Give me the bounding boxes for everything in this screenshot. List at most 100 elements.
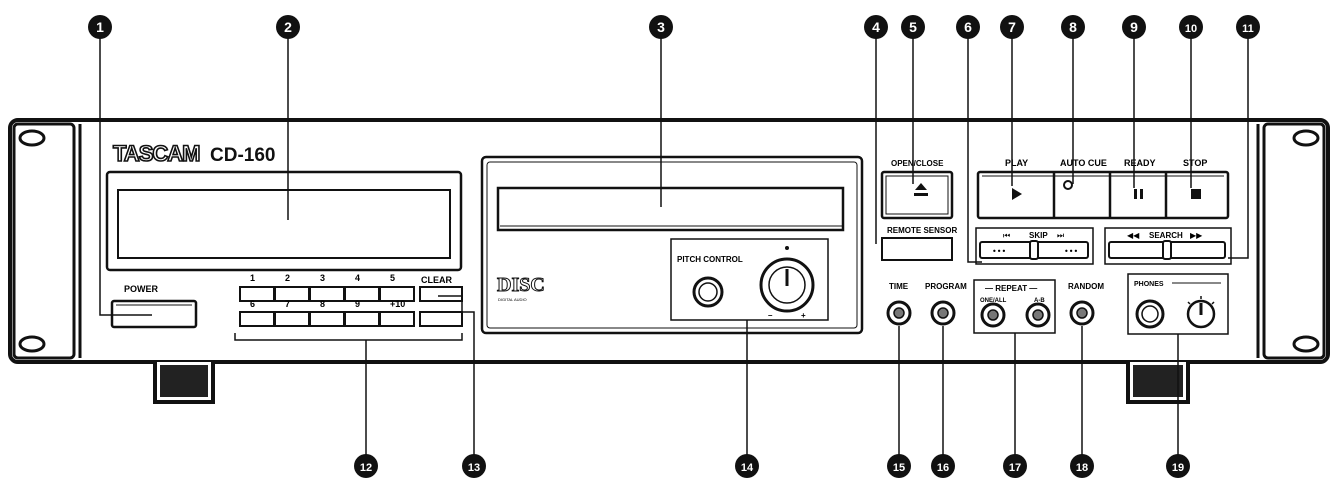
repeat-label: — REPEAT — xyxy=(985,284,1037,293)
keypad-key-4[interactable] xyxy=(344,286,380,302)
ready-button[interactable] xyxy=(1112,176,1164,214)
brand-logo: TASCAM xyxy=(113,141,199,166)
callout-number: 7 xyxy=(1008,19,1016,35)
play-icon xyxy=(1012,188,1022,200)
keypad-key-6[interactable] xyxy=(239,311,275,327)
keypad-key-label: 8 xyxy=(320,299,325,309)
stop-icon xyxy=(1191,189,1201,199)
skip-prev-icon: ⏮ xyxy=(1003,231,1010,240)
eject-icon xyxy=(915,183,927,190)
random-label: RANDOM xyxy=(1068,282,1104,291)
callout-number: 2 xyxy=(284,19,292,35)
auto-cue-button[interactable] xyxy=(1056,176,1108,214)
callout-number: 16 xyxy=(937,462,949,474)
auto-cue-label: AUTO CUE xyxy=(1060,158,1107,168)
program-label: PROGRAM xyxy=(925,282,967,291)
callout-marker-1 xyxy=(88,15,112,39)
keypad-key-2[interactable] xyxy=(274,286,310,302)
callout-number: 9 xyxy=(1130,19,1138,35)
search-forward-icon: ▶▶ xyxy=(1190,231,1203,240)
callout-number: 3 xyxy=(657,19,665,35)
pause-icon xyxy=(1134,189,1137,199)
keypad-key-1[interactable] xyxy=(239,286,275,302)
rack-ear-left xyxy=(12,122,76,360)
power-label: POWER xyxy=(124,284,159,294)
phones-label: PHONES xyxy=(1134,281,1164,288)
rack-hole xyxy=(1292,129,1320,147)
rack-hole xyxy=(1292,335,1320,353)
keypad-key-label: 2 xyxy=(285,273,290,283)
one-all-label: ONE/ALL xyxy=(980,298,1007,304)
callout-number: 17 xyxy=(1009,462,1021,474)
pitch-minus-label: – xyxy=(768,311,773,320)
disc-tray xyxy=(496,186,845,232)
skip-next-icon: ⏭ xyxy=(1057,231,1064,240)
callout-marker-6 xyxy=(956,15,980,39)
callout-marker-4 xyxy=(864,15,888,39)
keypad-key-label: 9 xyxy=(355,299,360,309)
keypad-key-3[interactable] xyxy=(309,286,345,302)
play-label: PLAY xyxy=(1005,158,1028,168)
cd-logo: DISC xyxy=(497,274,545,296)
pitch-control-label: PITCH CONTROL xyxy=(677,255,743,264)
callout-number: 15 xyxy=(893,462,905,474)
keypad-key-label: +10 xyxy=(390,299,405,309)
keypad-key-5[interactable] xyxy=(379,286,415,302)
open-close-label: OPEN/CLOSE xyxy=(891,159,944,168)
callout-marker-19 xyxy=(1166,454,1190,478)
keypad-key-label: 6 xyxy=(250,299,255,309)
power-button[interactable] xyxy=(110,299,198,329)
callout-marker-2 xyxy=(276,15,300,39)
search-rewind-icon: ◀◀ xyxy=(1127,231,1140,240)
model-name: CD-160 xyxy=(210,145,275,166)
callout-marker-13 xyxy=(462,454,486,478)
keypad-key-9[interactable] xyxy=(344,311,380,327)
callout-marker-5 xyxy=(901,15,925,39)
remote-sensor-label: REMOTE SENSOR xyxy=(887,226,957,235)
callout-marker-10 xyxy=(1179,15,1203,39)
rack-hole xyxy=(18,335,46,353)
keypad-key-+10[interactable] xyxy=(379,311,415,327)
search-label: SEARCH xyxy=(1149,231,1183,240)
callout-number: 13 xyxy=(468,462,480,474)
rack-ear-right xyxy=(1262,122,1326,360)
callout-marker-12 xyxy=(354,454,378,478)
time-label: TIME xyxy=(889,282,909,291)
callout-number: 1 xyxy=(96,19,104,35)
keypad-spare-button[interactable] xyxy=(419,311,463,327)
callout-number: 18 xyxy=(1076,462,1088,474)
keypad-key-label: 5 xyxy=(390,273,395,283)
callout-number: 8 xyxy=(1069,19,1077,35)
callout-marker-18 xyxy=(1070,454,1094,478)
callout-marker-8 xyxy=(1061,15,1085,39)
keypad-key-8[interactable] xyxy=(309,311,345,327)
callout-marker-16 xyxy=(931,454,955,478)
skip-label: SKIP xyxy=(1029,231,1048,240)
callout-number: 19 xyxy=(1172,462,1184,474)
callout-marker-14 xyxy=(735,454,759,478)
remote-sensor xyxy=(881,237,953,261)
callout-marker-7 xyxy=(1000,15,1024,39)
callout-marker-11 xyxy=(1236,15,1260,39)
rack-hole xyxy=(18,129,46,147)
callout-marker-17 xyxy=(1003,454,1027,478)
callout-number: 12 xyxy=(360,462,372,474)
keypad-key-7[interactable] xyxy=(274,311,310,327)
callout-number: 11 xyxy=(1242,23,1254,35)
callout-marker-3 xyxy=(649,15,673,39)
skip-right-dots: ••• xyxy=(1064,247,1078,256)
cd-logo-caption: DIGITAL AUDIO xyxy=(498,297,527,302)
callout-marker-9 xyxy=(1122,15,1146,39)
skip-left-dots: ••• xyxy=(992,247,1006,256)
leader-lines xyxy=(99,38,1249,456)
stop-label: STOP xyxy=(1183,158,1207,168)
callout-number: 10 xyxy=(1185,23,1197,35)
keypad-key-label: 3 xyxy=(320,273,325,283)
callout-number: 14 xyxy=(741,462,754,474)
keypad-key-label: 7 xyxy=(285,299,290,309)
keypad-key-label: 4 xyxy=(355,273,360,283)
clear-button[interactable] xyxy=(419,286,463,302)
